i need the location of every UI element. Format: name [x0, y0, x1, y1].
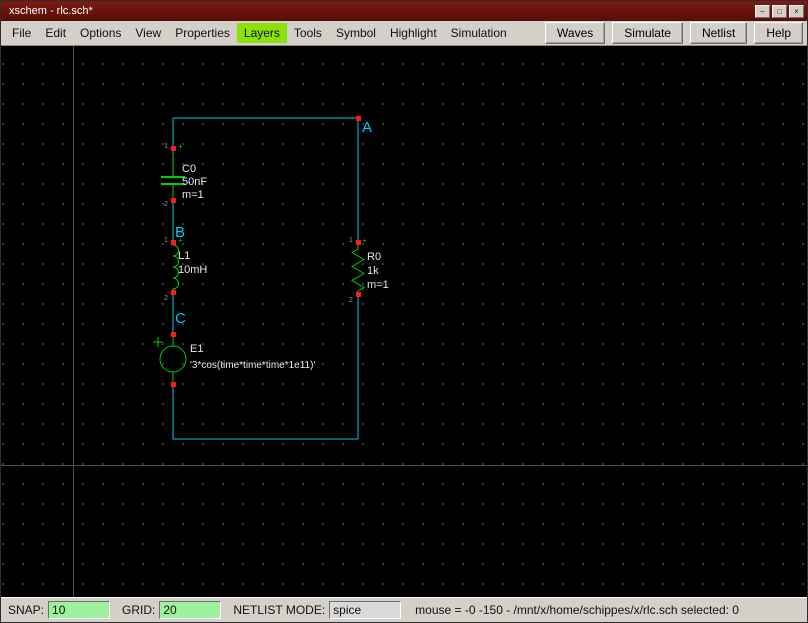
menu-view[interactable]: View [135, 26, 162, 40]
capacitor-symbol[interactable] [161, 148, 185, 200]
voltage-source-symbol[interactable] [153, 334, 187, 384]
pin-square [171, 382, 176, 387]
help-button[interactable]: Help [754, 22, 803, 44]
pin-numbers: 1 2 1 2 1 2 [164, 143, 353, 304]
cap-pin2-number: 2 [164, 201, 168, 208]
res-pin1-number: 1 [349, 237, 353, 244]
cap-plus-marker: + [178, 142, 183, 151]
pin-square [171, 146, 176, 151]
inductor-symbol[interactable] [172, 242, 179, 292]
menu-properties[interactable]: Properties [175, 26, 230, 40]
inductor-value[interactable]: 10mH [178, 264, 207, 276]
pin-square [171, 240, 176, 245]
title-bar[interactable]: xschem - rlc.sch* – □ × [1, 1, 807, 21]
net-label-b[interactable]: B [175, 224, 185, 241]
resistor-symbol[interactable] [351, 242, 365, 294]
component-labels: C0 50nF m=1 L1 10mH E1 '3*cos(time*time*… [178, 163, 389, 371]
grid-label: GRID: [122, 603, 156, 617]
source-plus-sign [153, 337, 163, 347]
wires [172, 117, 359, 440]
pin-square [171, 290, 176, 295]
grid-input[interactable] [159, 601, 222, 619]
inductor-name[interactable]: L1 [178, 250, 190, 262]
toolbar-buttons: Waves Simulate Netlist Help [538, 22, 803, 44]
netlist-mode-label: NETLIST MODE: [233, 603, 326, 617]
inductor-coil [172, 242, 179, 292]
cap-pin1-number: 1 [164, 143, 168, 150]
schematic-drawing[interactable]: 1 2 1 2 1 2 + + + C0 50nF m=1 L1 10mH E1 [1, 46, 807, 597]
snap-label: SNAP: [8, 603, 45, 617]
maximize-button[interactable]: □ [772, 4, 787, 18]
menu-highlight[interactable]: Highlight [389, 26, 437, 40]
ind-pin2-number: 2 [164, 295, 168, 302]
menu-symbol[interactable]: Symbol [335, 26, 376, 40]
capacitor-name[interactable]: C0 [182, 163, 196, 175]
menu-options[interactable]: Options [80, 26, 122, 40]
mouse-status-info: mouse = -0 -150 - /mnt/x/home/schippes/x… [415, 603, 739, 617]
netlist-mode-input[interactable] [329, 601, 402, 619]
menu-file[interactable]: File [12, 26, 32, 40]
net-label-a[interactable]: A [362, 119, 372, 136]
capacitor-value[interactable]: 50nF [182, 176, 207, 188]
net-label-c[interactable]: C [175, 310, 186, 327]
waves-button[interactable]: Waves [545, 22, 606, 44]
res-pin2-number: 2 [349, 297, 353, 304]
pin-square [356, 292, 361, 297]
menu-layers[interactable]: Layers [236, 23, 287, 43]
menu-tools[interactable]: Tools [293, 26, 322, 40]
source-value[interactable]: '3*cos(time*time*time*1e11)' [190, 360, 315, 371]
origin-axis-horizontal [1, 465, 807, 466]
ind-pin1-number: 1 [164, 237, 168, 244]
source-name[interactable]: E1 [190, 343, 203, 355]
minimize-button[interactable]: – [755, 4, 770, 18]
resistor-zigzag [351, 242, 365, 294]
resistor-name[interactable]: R0 [367, 251, 381, 263]
net-labels: A B C [175, 119, 372, 327]
source-circle [159, 345, 187, 373]
resistor-value[interactable]: 1k [367, 265, 379, 277]
plus-markers: + + + [178, 142, 367, 245]
pin-square [171, 332, 176, 337]
menu-edit[interactable]: Edit [45, 26, 67, 40]
origin-axis-vertical [73, 46, 74, 597]
snap-input[interactable] [48, 601, 111, 619]
simulate-button[interactable]: Simulate [612, 22, 683, 44]
close-button[interactable]: × [789, 4, 804, 18]
res-plus-marker: + [362, 236, 367, 245]
ind-plus-marker: + [178, 236, 183, 245]
resistor-mult[interactable]: m=1 [367, 279, 389, 291]
menu-simulation[interactable]: Simulation [450, 26, 507, 40]
pin-square [356, 116, 361, 121]
window-title: xschem - rlc.sch* [9, 5, 93, 17]
pins [171, 116, 361, 387]
netlist-button[interactable]: Netlist [689, 22, 748, 44]
pin-square [356, 240, 361, 245]
capacitor-mult[interactable]: m=1 [182, 189, 204, 201]
pin-square [171, 198, 176, 203]
menu-bar: File Edit Options View Properties Layers… [1, 21, 807, 46]
schematic-canvas[interactable]: 1 2 1 2 1 2 + + + C0 50nF m=1 L1 10mH E1 [1, 46, 807, 597]
status-bar: SNAP: GRID: NETLIST MODE: mouse = -0 -15… [1, 597, 807, 622]
